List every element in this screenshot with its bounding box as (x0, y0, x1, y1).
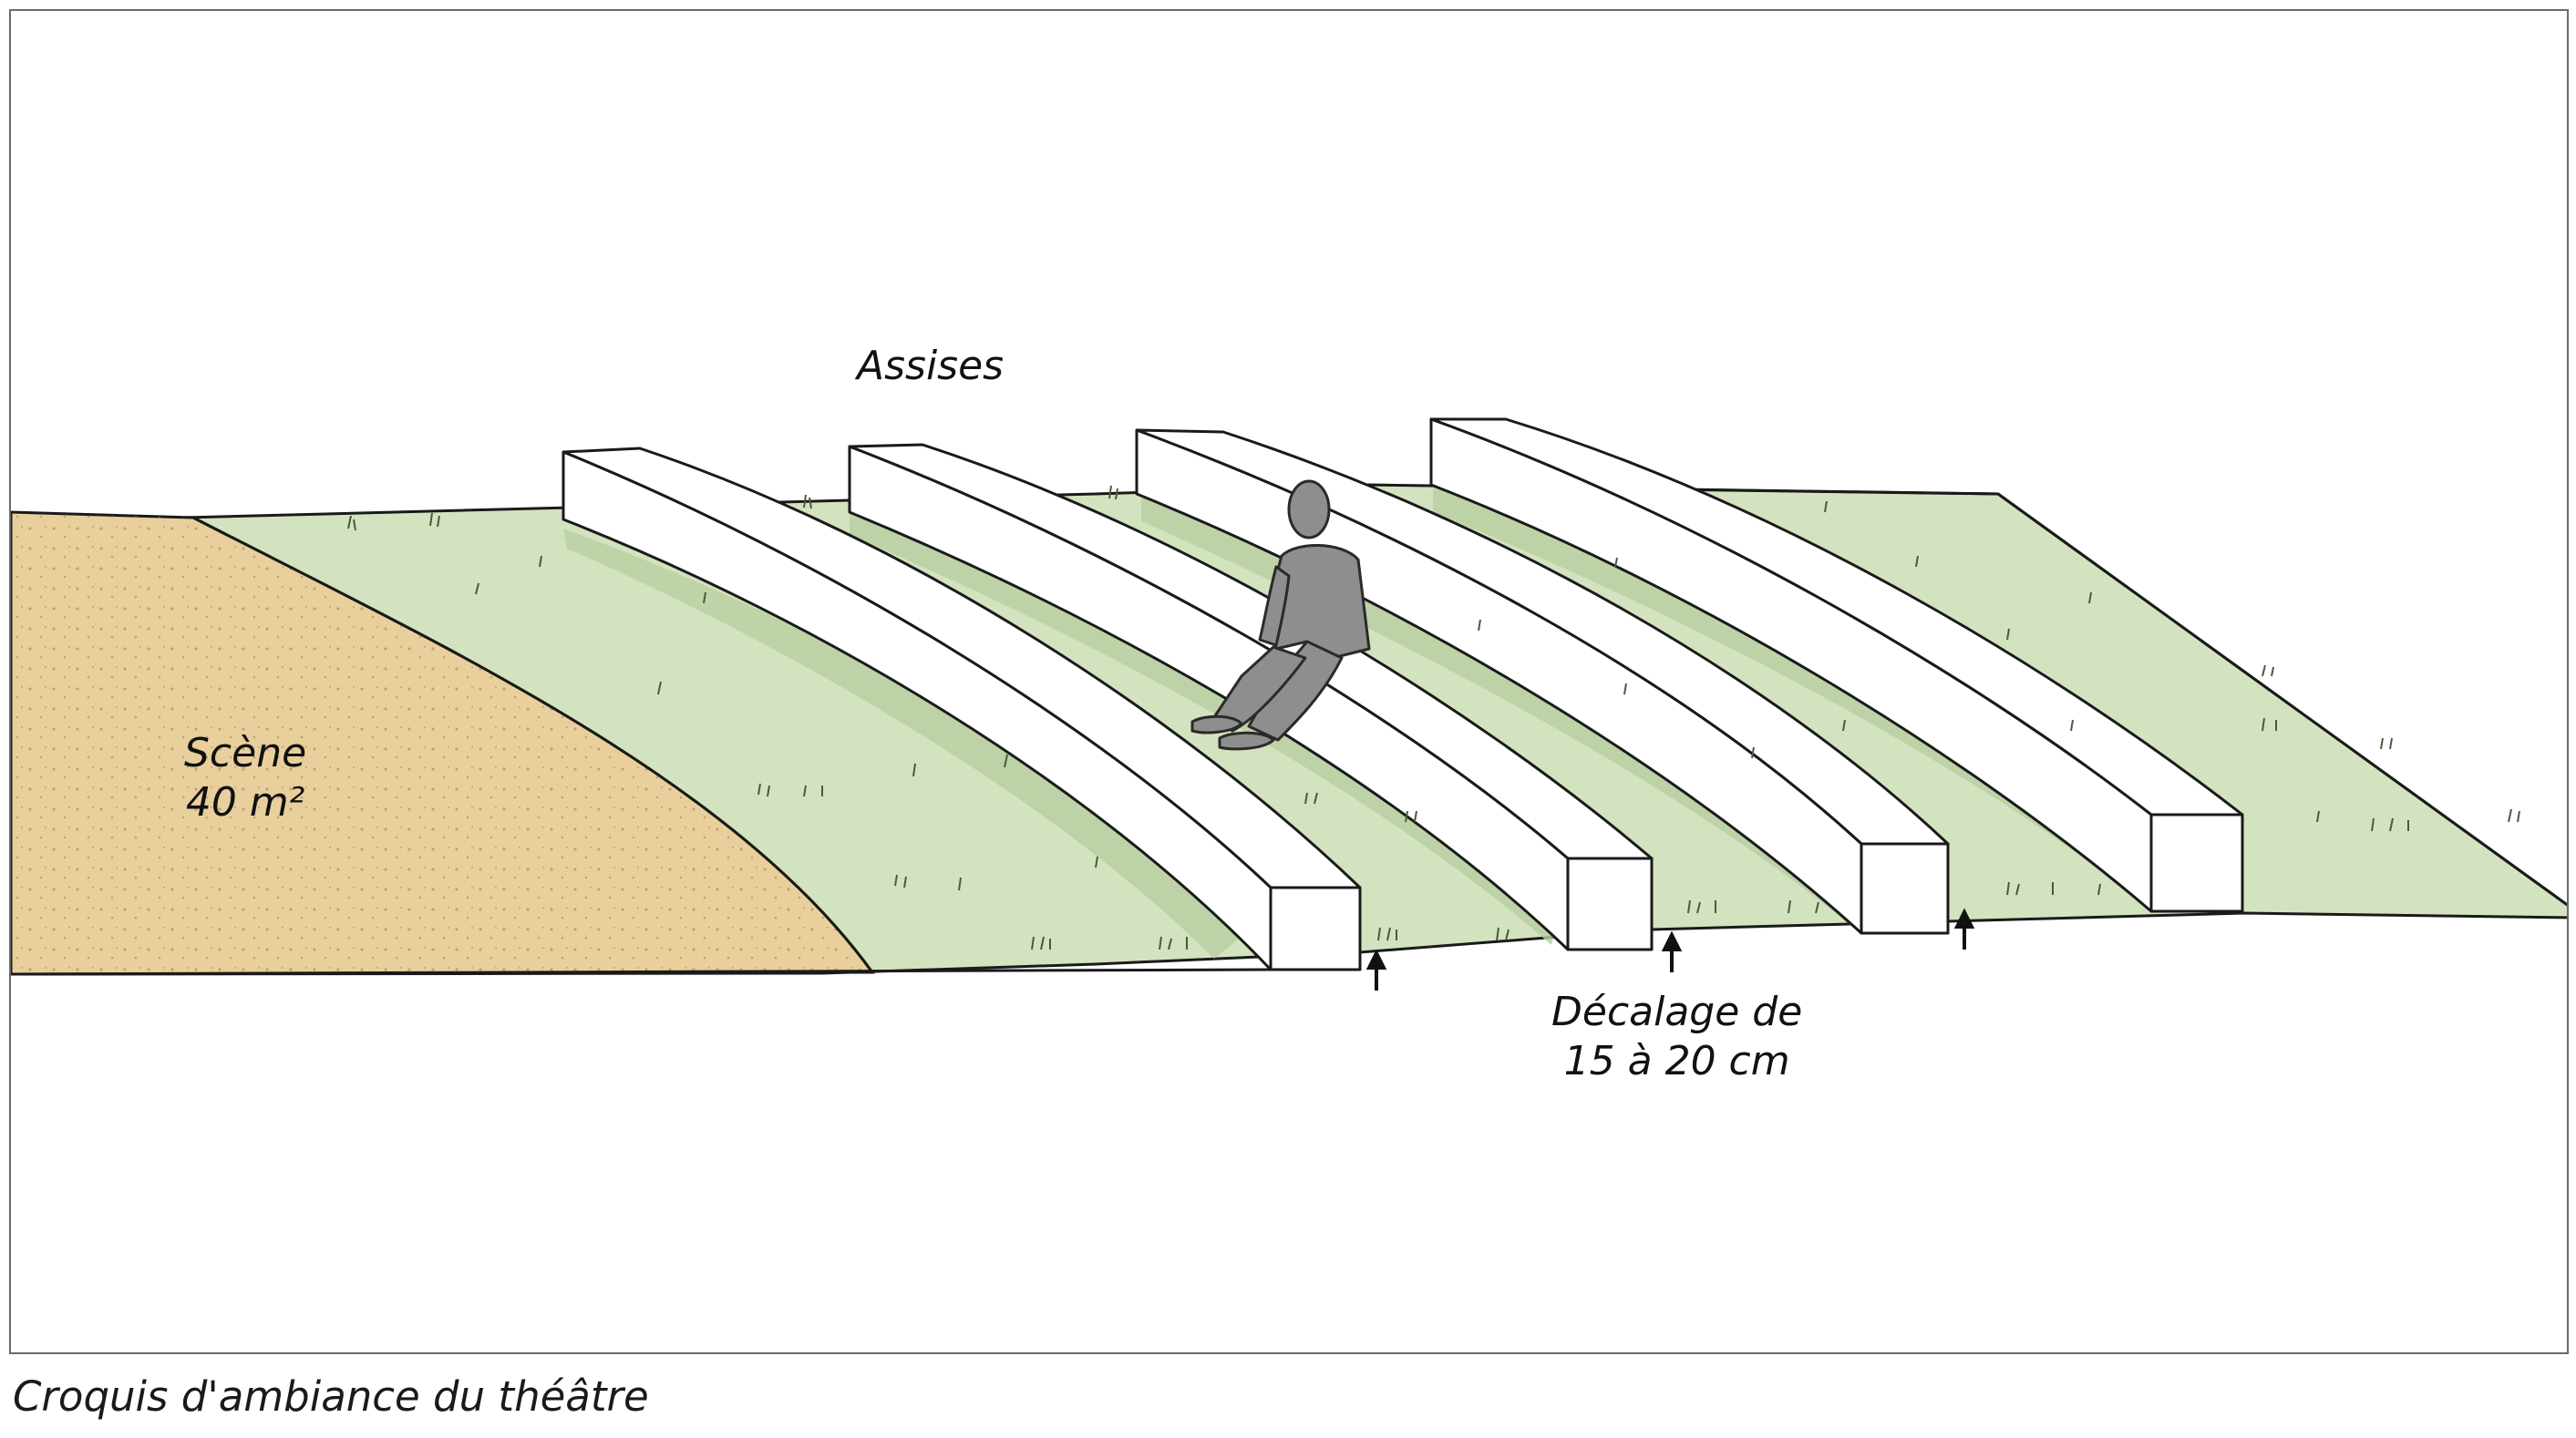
grass-tufts (347, 485, 2520, 950)
stage-label: Scène 40 m² (184, 729, 306, 827)
figure-caption: Croquis d'ambiance du théâtre (13, 1372, 649, 1421)
offset-label-line2: 15 à 20 cm (1563, 1038, 1790, 1084)
sketch-frame: Assises Scène 40 m² Décalage de 15 à 20 … (9, 9, 2569, 1354)
stage-area (11, 510, 875, 976)
stage-label-line2: 40 m² (185, 779, 305, 826)
bench-2 (848, 443, 1654, 951)
seats-label: Assises (857, 343, 1005, 389)
bench-1 (562, 447, 1362, 971)
offset-label-line1: Décalage de (1551, 989, 1803, 1035)
ground-line (11, 968, 1272, 976)
seated-person (1190, 479, 1371, 751)
offset-arrows (1365, 908, 1975, 991)
stage-label-line1: Scène (184, 730, 307, 776)
theatre-sketch (11, 417, 2567, 991)
bench-4 (1429, 417, 2244, 913)
offset-label: Décalage de 15 à 20 cm (1551, 988, 1802, 1086)
